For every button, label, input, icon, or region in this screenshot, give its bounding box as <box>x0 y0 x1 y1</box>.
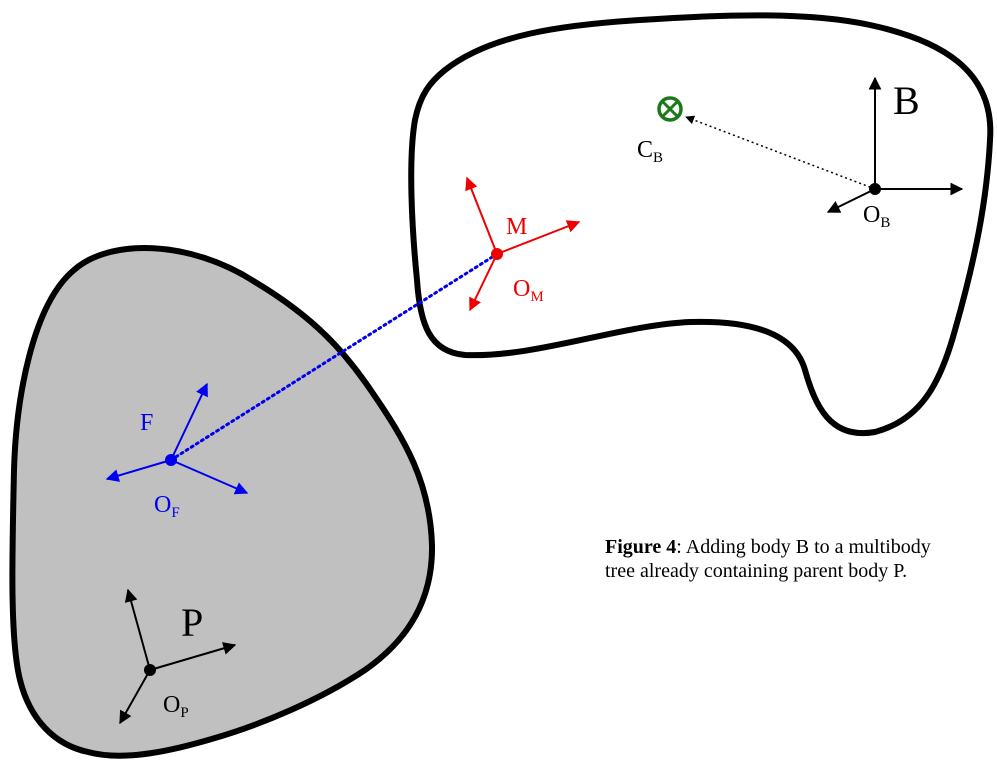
frame-P-origin-dot <box>144 664 156 676</box>
frame-M-axis-up <box>465 176 498 255</box>
frame-P-axis-diag <box>119 669 151 725</box>
body-B-label: B <box>893 78 920 123</box>
parent-body-P <box>9 245 436 759</box>
circle-times-icon <box>657 96 683 122</box>
figure-number: Figure 4 <box>605 536 677 558</box>
frame-M-axis-right <box>496 220 581 255</box>
frame-B-axes <box>826 76 964 213</box>
frame-M-axes <box>465 176 581 312</box>
frame-M-origin-dot <box>491 248 503 260</box>
frame-P-axes <box>119 588 237 725</box>
frame-F-axis-left <box>105 459 172 482</box>
frame-F-origin-dot <box>165 454 177 466</box>
origin-P-label: OP <box>163 692 189 721</box>
frame-F-axis-right <box>170 459 249 495</box>
body-B <box>408 12 994 437</box>
com-label: CB <box>637 137 663 166</box>
frame-M-label: M <box>506 214 527 240</box>
body-P-label: P <box>181 600 203 645</box>
frame-P-axis-right <box>149 642 237 671</box>
com-offset-dotted-line <box>685 115 876 190</box>
frame-F-axis-up <box>170 382 208 461</box>
figure-caption-text: : Adding body B to a multibody tree alre… <box>605 536 931 582</box>
frame-B-origin-dot <box>869 183 881 195</box>
frame-P-axis-up <box>124 588 151 671</box>
origin-M-label: OM <box>513 276 544 305</box>
frame-F-label: F <box>140 410 153 436</box>
origin-F-label: OF <box>154 492 180 521</box>
origin-B-label: OB <box>863 202 890 231</box>
frame-B-axis-diag <box>826 188 876 213</box>
frame-connector-dotted-line <box>169 252 499 462</box>
figure-caption: Figure 4: Adding body B to a multibody t… <box>605 535 935 583</box>
frame-F-axes <box>105 382 249 495</box>
frame-M-axis-down <box>469 253 498 312</box>
